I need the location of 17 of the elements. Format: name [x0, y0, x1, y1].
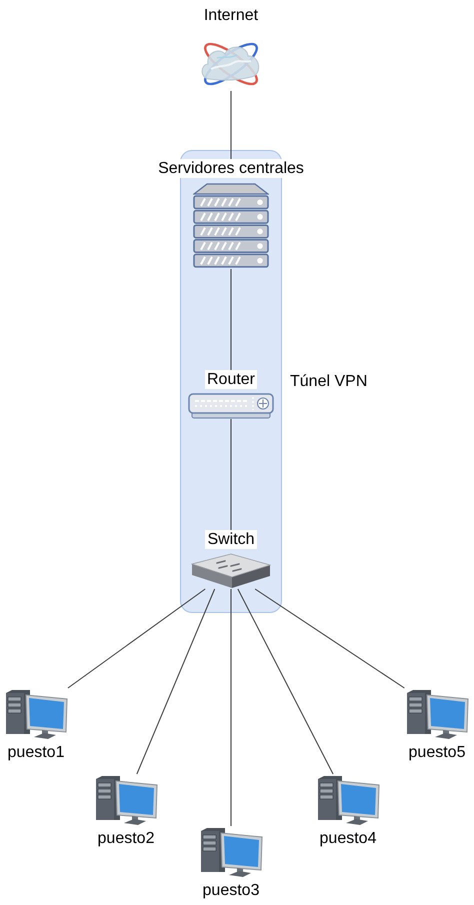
connection-line: [230, 268, 232, 370]
region-label: Túnel VPN: [290, 372, 368, 391]
node-label: puesto4: [318, 829, 378, 848]
node-label: puesto2: [96, 829, 156, 848]
node-label: Switch: [205, 530, 257, 549]
node-label: puesto1: [6, 743, 66, 762]
node-label: puesto3: [200, 881, 262, 900]
connection-line: [230, 588, 232, 826]
connection-line: [136, 588, 216, 774]
node-label: puesto5: [406, 743, 468, 762]
connection-line: [254, 588, 405, 688]
connection-line: [230, 418, 232, 530]
connection-line: [237, 588, 334, 774]
connection-line: [67, 588, 206, 688]
node-label: Router: [204, 370, 258, 389]
connection-line: [230, 90, 232, 160]
node-label: Servidores centrales: [156, 159, 306, 178]
